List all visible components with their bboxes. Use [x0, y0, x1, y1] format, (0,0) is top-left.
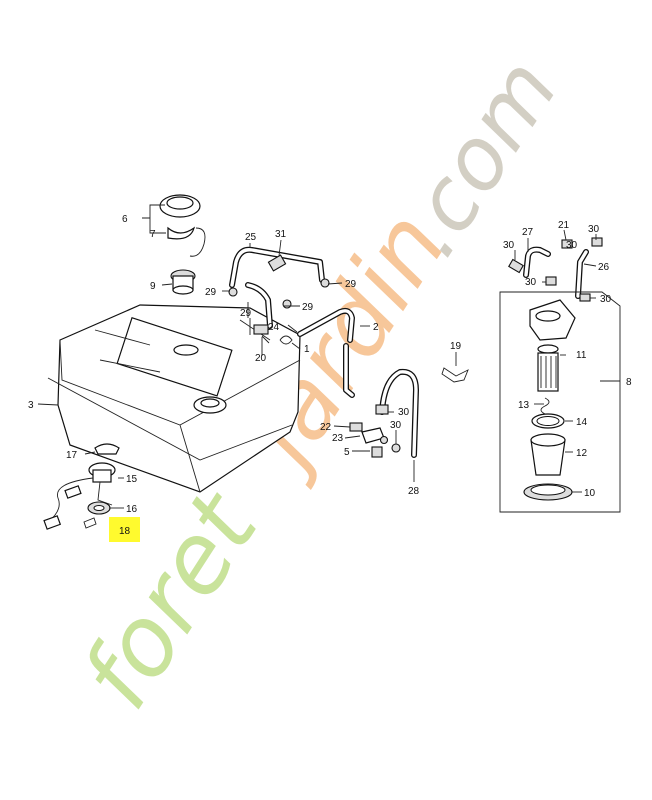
- callout-18[interactable]: 18: [119, 526, 131, 537]
- hose-24: [245, 282, 273, 329]
- callout-26[interactable]: 26: [598, 262, 610, 273]
- callout-3[interactable]: 3: [28, 400, 34, 411]
- callout-30-f[interactable]: 30: [525, 277, 537, 288]
- fuel-cap: [159, 194, 206, 257]
- callout-13[interactable]: 13: [518, 400, 530, 411]
- callout-1[interactable]: 1: [304, 344, 310, 355]
- callout-10[interactable]: 10: [584, 488, 596, 499]
- leader-lines: [37, 204, 620, 509]
- callout-30-g[interactable]: 30: [600, 294, 612, 305]
- callout-16[interactable]: 16: [126, 504, 138, 515]
- wire-clip: [83, 517, 97, 529]
- callout-30-a[interactable]: 30: [398, 407, 410, 418]
- callout-12[interactable]: 12: [576, 448, 588, 459]
- callout-23[interactable]: 23: [332, 433, 344, 444]
- callout-29-d[interactable]: 29: [240, 308, 252, 319]
- callout-30-c[interactable]: 30: [588, 224, 600, 235]
- callout-29-c[interactable]: 29: [302, 302, 314, 313]
- callout-22[interactable]: 22: [320, 422, 332, 433]
- highlight-box-18: [109, 517, 140, 542]
- fuel-tank: [47, 304, 301, 493]
- hose-28: [379, 368, 419, 458]
- callout-11[interactable]: 11: [576, 350, 587, 361]
- hose-27: [523, 246, 551, 278]
- callout-25[interactable]: 25: [245, 232, 257, 243]
- callout-30-d[interactable]: 30: [503, 240, 515, 251]
- hose-26: [575, 249, 589, 299]
- callout-6[interactable]: 6: [122, 214, 128, 225]
- filter-assembly-frame: [499, 291, 621, 513]
- callout-7[interactable]: 7: [150, 229, 156, 240]
- callout-8[interactable]: 8: [626, 377, 632, 388]
- hose-2b: [343, 343, 355, 398]
- gauge-cap: [94, 443, 120, 455]
- callout-15[interactable]: 15: [126, 474, 138, 485]
- callout-27[interactable]: 27: [522, 227, 534, 238]
- callout-21[interactable]: 21: [558, 220, 570, 231]
- hose-2: [297, 307, 355, 343]
- callout-30-e[interactable]: 30: [566, 240, 578, 251]
- callout-29-b[interactable]: 29: [345, 279, 357, 290]
- fuel-strainer: [170, 269, 196, 295]
- callout-19[interactable]: 19: [450, 341, 462, 352]
- callout-20[interactable]: 20: [255, 353, 267, 364]
- watermark-text-com: .com: [379, 42, 578, 273]
- callout-2[interactable]: 2: [373, 322, 379, 333]
- fuel-filter-assembly: [508, 237, 603, 501]
- hose-25: [229, 246, 325, 288]
- callout-31[interactable]: 31: [275, 229, 287, 240]
- fuel-gauge-unit: [43, 462, 116, 530]
- callout-14[interactable]: 14: [576, 417, 588, 428]
- callout-29-a[interactable]: 29: [205, 287, 217, 298]
- callout-24[interactable]: 24: [268, 322, 280, 333]
- callout-28[interactable]: 28: [408, 486, 420, 497]
- callout-9[interactable]: 9: [150, 281, 156, 292]
- callout-30-b[interactable]: 30: [390, 420, 402, 431]
- callout-17[interactable]: 17: [66, 450, 78, 461]
- callout-labels: 6 7 9 3 17 15 16 18 25 31 29 29 29 29 24…: [28, 214, 632, 537]
- callout-5[interactable]: 5: [344, 447, 350, 458]
